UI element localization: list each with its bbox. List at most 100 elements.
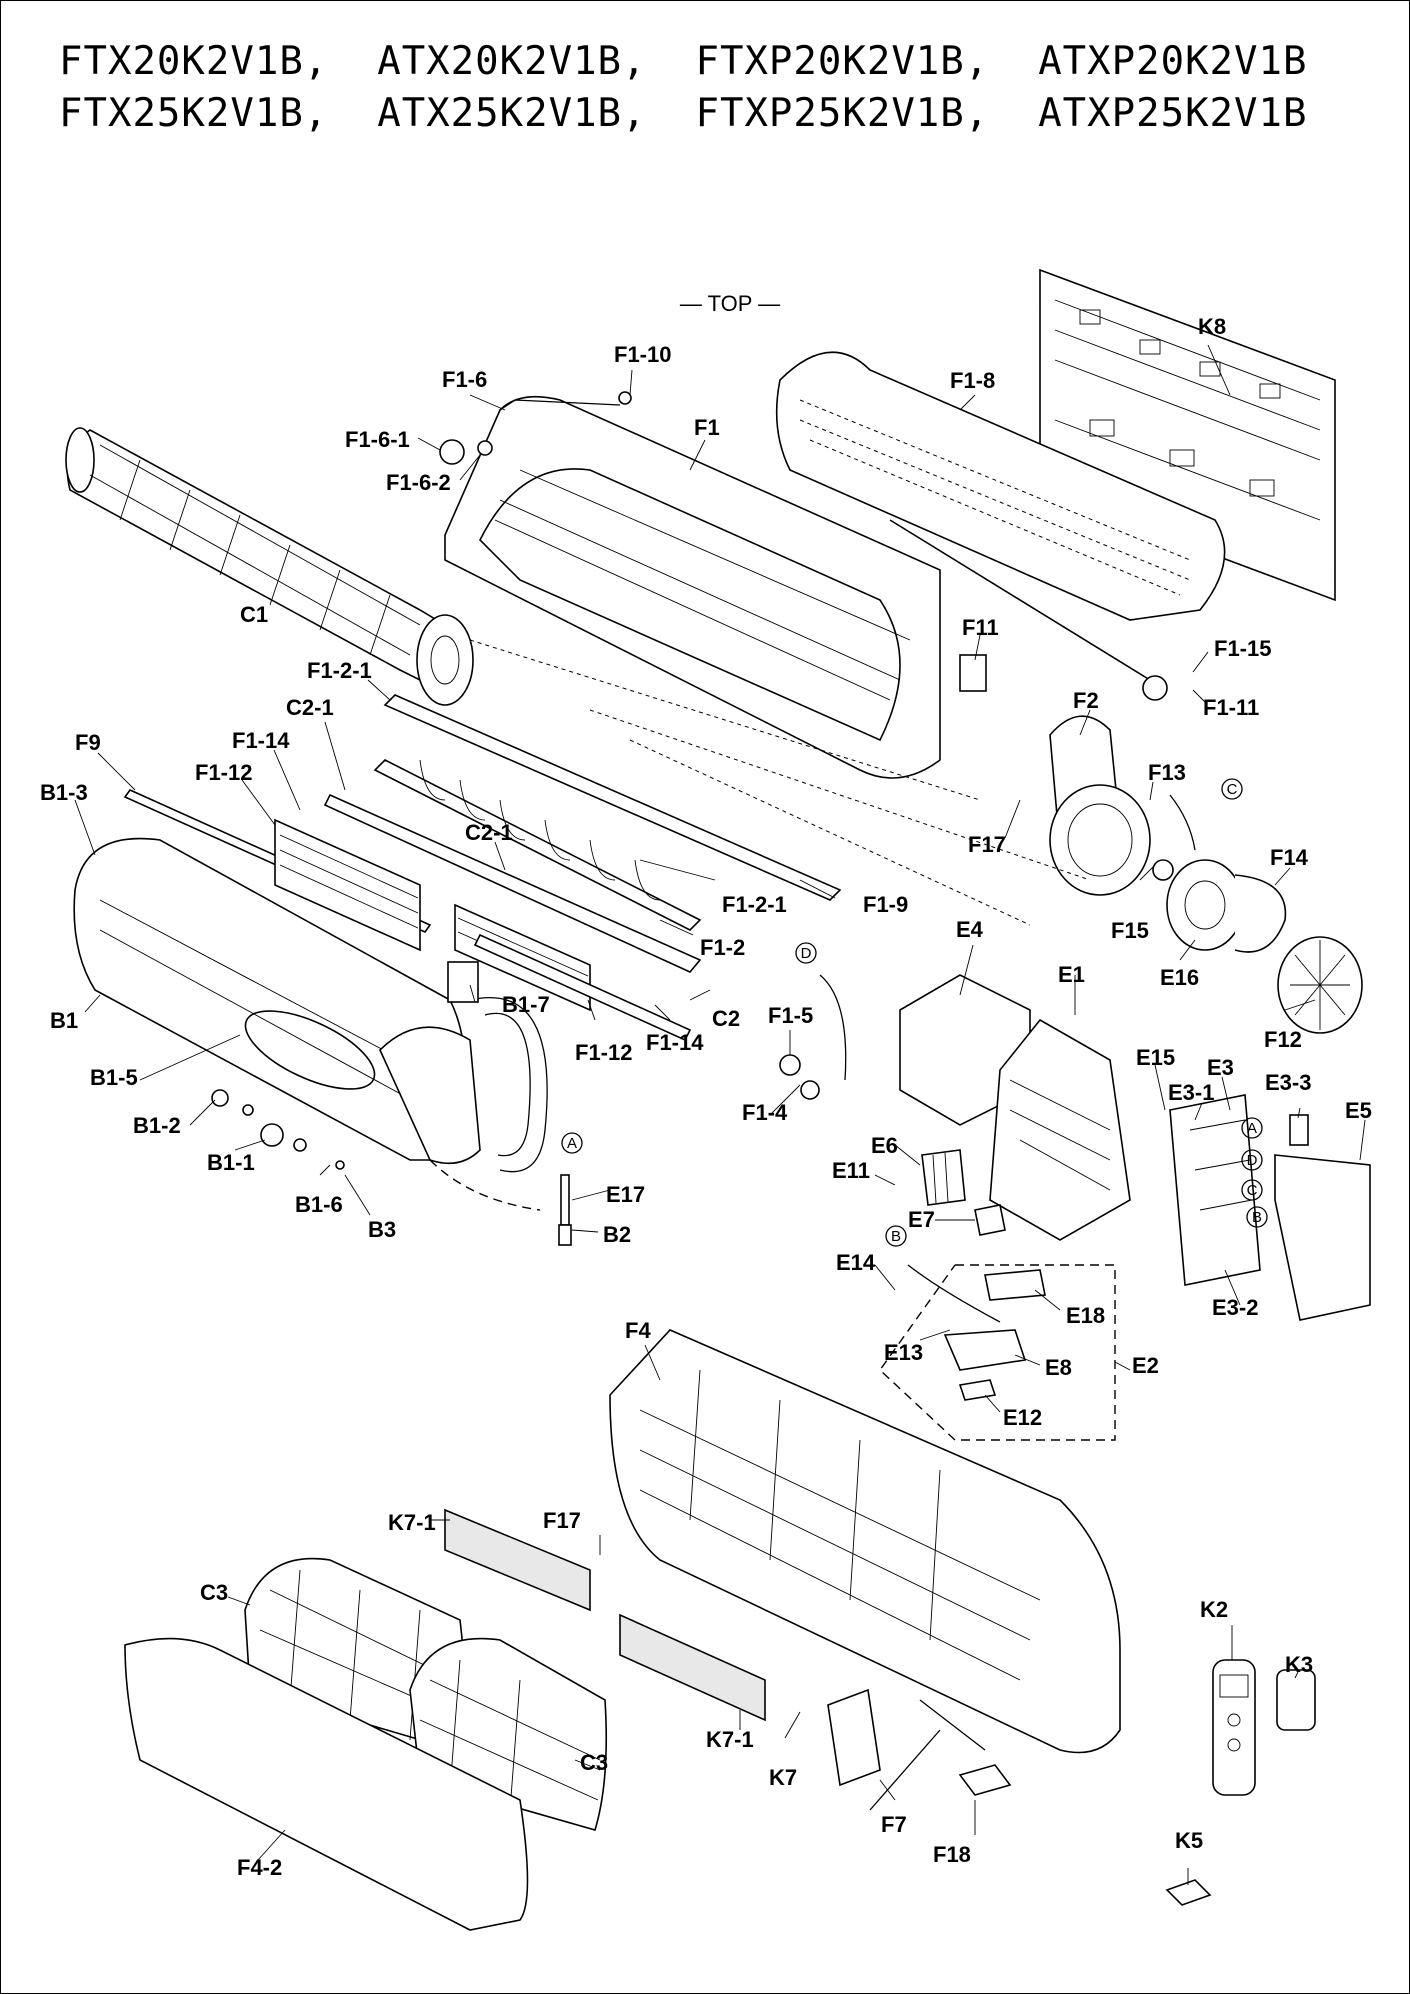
pcb-drawing bbox=[1169, 1094, 1261, 1286]
label-E3-3: E3-3 bbox=[1265, 1070, 1311, 1095]
label-C3-left: C3 bbox=[200, 1580, 228, 1605]
sensor-drawing bbox=[558, 1174, 572, 1246]
sheet-drawing bbox=[958, 1764, 1012, 1796]
label-E15: E15 bbox=[1136, 1045, 1175, 1070]
label-E4: E4 bbox=[956, 917, 984, 942]
small-part-drawing bbox=[1165, 1879, 1212, 1906]
label-E14: E14 bbox=[836, 1250, 876, 1275]
leader-lines bbox=[74, 344, 1366, 1885]
label-F15: F15 bbox=[1111, 918, 1149, 943]
connector-d2-label: D bbox=[1247, 1152, 1258, 1169]
swing-motor-drawing bbox=[779, 974, 847, 1100]
label-K3: K3 bbox=[1285, 1652, 1313, 1677]
board-part-drawing bbox=[1289, 1114, 1309, 1146]
deodorizing-filters-drawing bbox=[444, 1508, 766, 1722]
label-B1-6: B1-6 bbox=[295, 1192, 343, 1217]
remote-controller-drawing bbox=[1212, 1659, 1256, 1796]
connector-b2-label: B bbox=[1252, 1209, 1262, 1226]
label-B2: B2 bbox=[603, 1222, 631, 1247]
label-E3-2: E3-2 bbox=[1212, 1295, 1258, 1320]
label-B1-7: B1-7 bbox=[502, 992, 550, 1017]
label-F1-14-bottom: F1-14 bbox=[646, 1030, 704, 1055]
rods-and-vanes-drawing bbox=[123, 789, 702, 1042]
label-F1-2-1-top: F1-2-1 bbox=[307, 658, 372, 683]
label-F4: F4 bbox=[625, 1318, 651, 1343]
label-F2: F2 bbox=[1073, 688, 1099, 713]
crossflow-fan-drawing bbox=[65, 427, 474, 706]
front-grille-drawing bbox=[609, 1329, 1121, 1754]
e2-group-drawing bbox=[879, 1204, 1116, 1441]
remote-holder-drawing bbox=[827, 1688, 881, 1787]
label-F1-12-top: F1-12 bbox=[195, 760, 252, 785]
label-E11: E11 bbox=[832, 1158, 870, 1183]
label-K2: K2 bbox=[1200, 1597, 1228, 1622]
label-E16: E16 bbox=[1160, 965, 1199, 990]
terminal-block-drawing bbox=[921, 1149, 966, 1206]
label-E3: E3 bbox=[1207, 1055, 1234, 1080]
label-B1-1: B1-1 bbox=[207, 1150, 255, 1175]
label-F4-2: F4-2 bbox=[237, 1855, 282, 1880]
label-F14: F14 bbox=[1270, 845, 1309, 870]
label-C2-1-mid: C2-1 bbox=[465, 820, 513, 845]
label-E12: E12 bbox=[1003, 1405, 1042, 1430]
label-B1-2: B1-2 bbox=[133, 1113, 181, 1138]
label-F1-2: F1-2 bbox=[700, 935, 745, 960]
label-B3: B3 bbox=[368, 1217, 396, 1242]
model-title-line-2: FTX25K2V1B, ATX25K2V1B, FTXP25K2V1B, ATX… bbox=[59, 91, 1308, 136]
label-E7: E7 bbox=[908, 1207, 935, 1232]
label-E8: E8 bbox=[1045, 1355, 1072, 1380]
label-F1-6-2: F1-6-2 bbox=[386, 470, 451, 495]
drain-pan-drawing bbox=[775, 351, 1226, 701]
front-panel-drawing bbox=[73, 837, 481, 1165]
fan-motor-drawing bbox=[1049, 715, 1363, 1034]
connector-d-label: D bbox=[801, 945, 812, 962]
label-F13: F13 bbox=[1148, 760, 1186, 785]
label-F11: F11 bbox=[962, 615, 999, 640]
label-F17-bottom: F17 bbox=[543, 1508, 581, 1533]
label-B1-5: B1-5 bbox=[90, 1065, 138, 1090]
control-box-drawing bbox=[899, 974, 1131, 1241]
label-F1-9: F1-9 bbox=[863, 892, 908, 917]
label-K7-1-top: K7-1 bbox=[388, 1510, 436, 1535]
label-F1-14-top: F1-14 bbox=[232, 728, 290, 753]
connector-b-label: B bbox=[891, 1228, 901, 1245]
louvre-assembly-drawing bbox=[373, 694, 842, 931]
label-K7: K7 bbox=[769, 1765, 797, 1790]
label-K8: K8 bbox=[1198, 314, 1226, 339]
label-B1-3: B1-3 bbox=[40, 780, 88, 805]
label-E6: E6 bbox=[871, 1133, 898, 1158]
label-C2: C2 bbox=[712, 1006, 740, 1031]
connection-lines-drawing bbox=[469, 639, 1091, 1811]
front-panel-lower-drawing bbox=[124, 1637, 529, 1931]
electrical-cover-drawing bbox=[1274, 1154, 1371, 1321]
label-F1-5: F1-5 bbox=[768, 1003, 813, 1028]
label-F9: F9 bbox=[75, 730, 101, 755]
label-F18: F18 bbox=[933, 1842, 971, 1867]
label-F1-10: F1-10 bbox=[614, 342, 671, 367]
label-K5: K5 bbox=[1175, 1828, 1203, 1853]
label-F7: F7 bbox=[881, 1812, 907, 1837]
label-K7-1-bottom: K7-1 bbox=[706, 1727, 754, 1752]
label-F1: F1 bbox=[694, 415, 720, 440]
label-E3-1: E3-1 bbox=[1168, 1080, 1214, 1105]
part-labels: K8 F1-10 F1-6 F1-8 F1-6-1 F1 F1-6-2 C1 F… bbox=[40, 314, 1372, 1880]
model-title-line-1: FTX20K2V1B, ATX20K2V1B, FTXP20K2V1B, ATX… bbox=[59, 39, 1308, 84]
label-F1-6-1: F1-6-1 bbox=[345, 427, 410, 452]
main-frame-drawing bbox=[439, 391, 941, 779]
connector-a2-label: A bbox=[1247, 1120, 1257, 1137]
label-C2-1-top: C2-1 bbox=[286, 695, 334, 720]
label-B1: B1 bbox=[50, 1008, 78, 1033]
label-F1-8: F1-8 bbox=[950, 368, 995, 393]
small-fasteners-drawing bbox=[211, 1089, 345, 1170]
label-F1-12-bottom: F1-12 bbox=[575, 1040, 632, 1065]
label-E2: E2 bbox=[1132, 1353, 1159, 1378]
label-F1-2-1-bottom: F1-2-1 bbox=[722, 892, 787, 917]
label-F17-top: F17 bbox=[968, 832, 1006, 857]
label-E18: E18 bbox=[1066, 1303, 1105, 1328]
connector-c-label: C bbox=[1227, 781, 1238, 798]
connector-markers: C D A A D C B B bbox=[561, 778, 1268, 1247]
remote-holder-small-drawing bbox=[1276, 1669, 1316, 1731]
label-C1: C1 bbox=[240, 602, 268, 627]
label-F1-4: F1-4 bbox=[742, 1100, 788, 1125]
